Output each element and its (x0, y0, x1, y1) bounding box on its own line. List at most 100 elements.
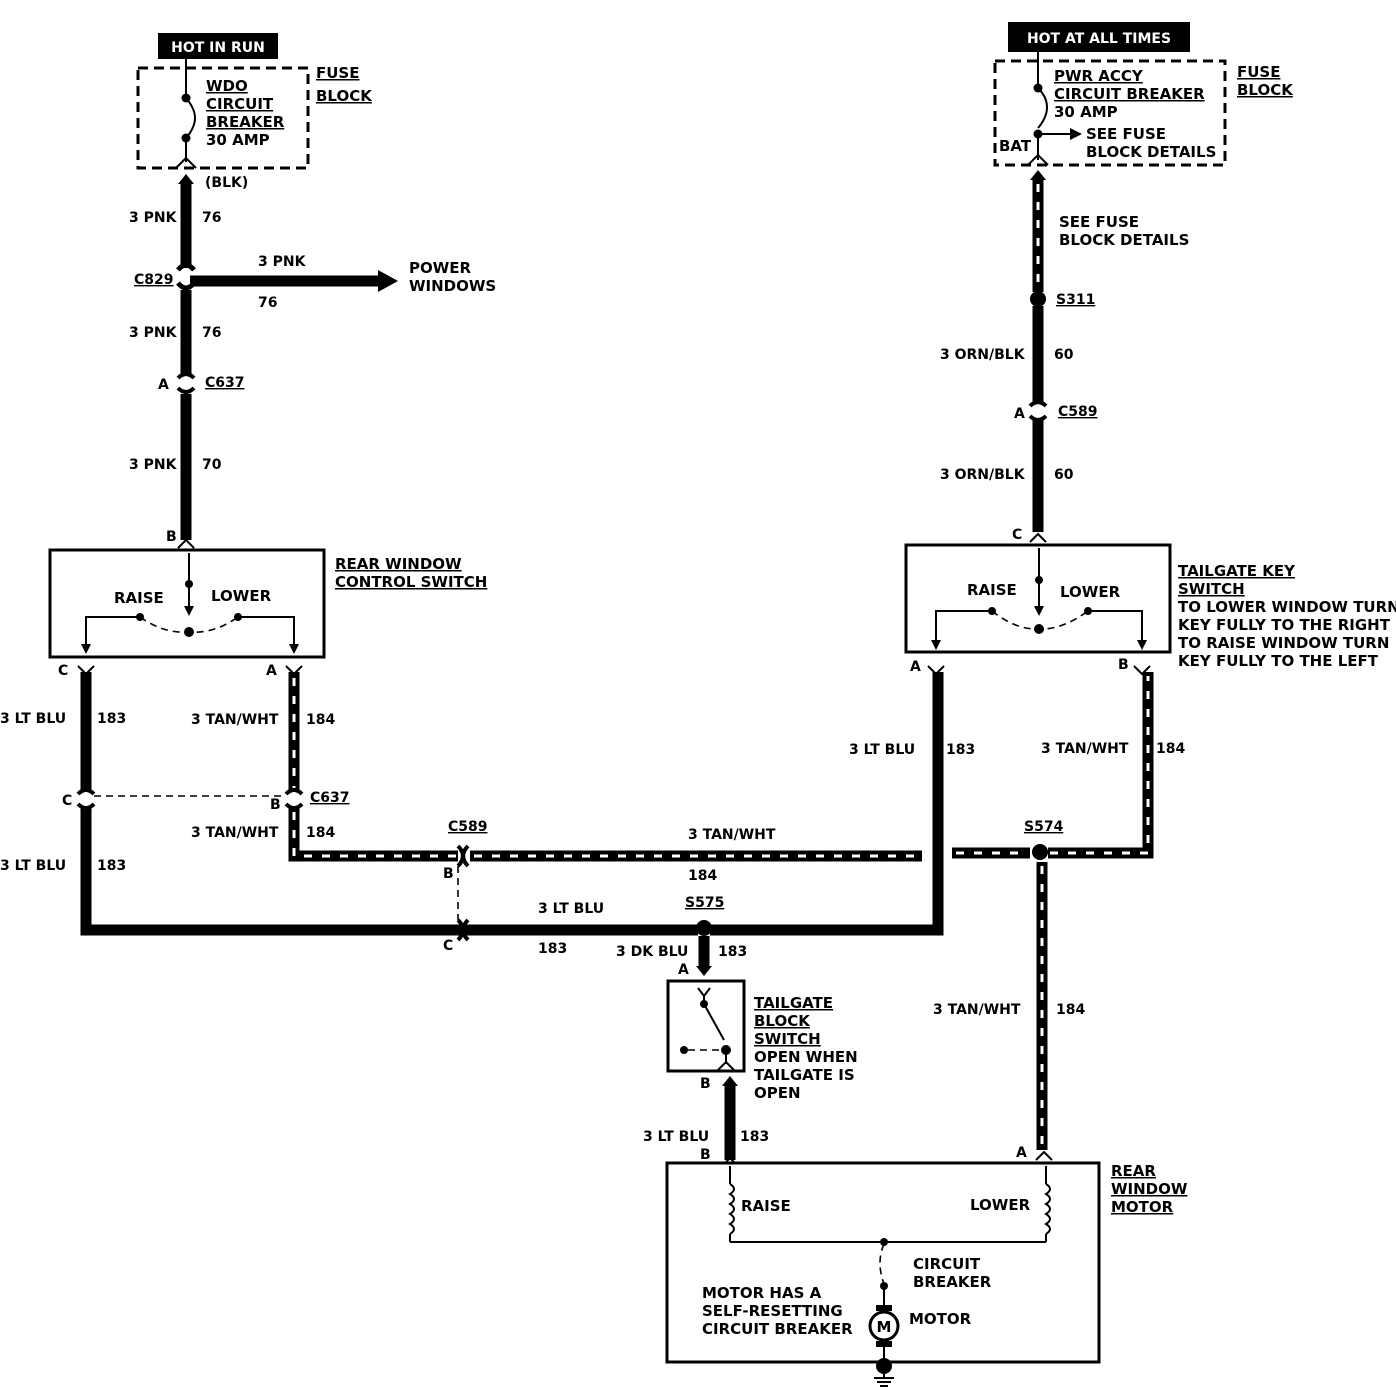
tks-note2: KEY FULLY TO THE RIGHT (1178, 616, 1391, 634)
right-w2-num: 60 (1054, 467, 1074, 483)
tks-pin-a: A (910, 659, 921, 675)
motor-m-symbol: M (877, 1318, 892, 1336)
tbs-wire-gauge: 3 LT BLU (643, 1129, 709, 1145)
wdo-breaker-line1: WDO (206, 77, 248, 95)
see-fuse-block-line2: BLOCK DETAILS (1086, 143, 1216, 161)
left-w2-gauge: 3 PNK (129, 325, 178, 341)
rl-tan-gauge: 3 TAN/WHT (1041, 741, 1129, 757)
power-windows-line1: POWER (409, 259, 472, 277)
rwm-pin-a: A (1016, 1145, 1027, 1161)
ll-blu2-num: 183 (97, 858, 126, 874)
pwr-accy-rating: 30 AMP (1054, 103, 1118, 121)
rl-blu-gauge: 3 LT BLU (849, 742, 915, 758)
rwcs-pin-a: A (266, 663, 277, 679)
see-fuse-block-line1: SEE FUSE (1086, 125, 1166, 143)
rwm-note3: CIRCUIT BREAKER (702, 1320, 853, 1338)
right-c589-label: C589 (1058, 404, 1098, 420)
left-c637-pin: A (158, 377, 169, 393)
tks-pin-b: B (1118, 657, 1129, 673)
pwr-accy-line1: PWR ACCY (1054, 67, 1144, 85)
tailgate-key-switch: RAISE LOWER (904, 543, 1172, 654)
left-w1-num: 76 (202, 210, 221, 226)
wdo-breaker-line3: BREAKER (206, 113, 285, 131)
tks-lower: LOWER (1060, 583, 1121, 601)
tbs-wire-num: 183 (740, 1129, 769, 1145)
tbs-title3: SWITCH (754, 1030, 821, 1048)
c829-label: C829 (134, 272, 174, 288)
motor-tan-gauge: 3 TAN/WHT (933, 1002, 1021, 1018)
ll-tan2-gauge: 3 TAN/WHT (191, 825, 279, 841)
tbs-note2: TAILGATE IS (754, 1066, 855, 1084)
fuse-block-right: PWR ACCY CIRCUIT BREAKER 30 AMP SEE FUSE… (993, 52, 1294, 167)
tks-note4: KEY FULLY TO THE LEFT (1178, 652, 1379, 670)
ll-blu2-gauge: 3 LT BLU (0, 858, 66, 874)
dk-blu-gauge: 3 DK BLU (616, 944, 688, 960)
right-see-fuse-line1: SEE FUSE (1059, 213, 1139, 231)
rwm-note1: MOTOR HAS A (702, 1284, 822, 1302)
svg-text:HOT IN RUN: HOT IN RUN (171, 40, 265, 56)
fuse-block-left-title2: BLOCK (316, 87, 373, 105)
rl-blu-num: 183 (946, 742, 975, 758)
left-lower-wires (76, 665, 470, 936)
rwm-lower: LOWER (970, 1196, 1031, 1214)
left-w3-gauge: 3 PNK (129, 457, 178, 473)
left-switch-pin-b: B (166, 529, 177, 545)
rwm-cb-line2: BREAKER (913, 1273, 992, 1291)
rwm-title1: REAR (1111, 1162, 1156, 1180)
mid-blu-gauge: 3 LT BLU (538, 901, 604, 917)
pwr-accy-line2: CIRCUIT BREAKER (1054, 85, 1205, 103)
fuse-block-left: WDO CIRCUIT BREAKER 30 AMP FUSE BLOCK (B… (136, 59, 373, 191)
rwm-title3: MOTOR (1111, 1198, 1174, 1216)
rwm-cb-line1: CIRCUIT (913, 1255, 981, 1273)
wdo-breaker-line2: CIRCUIT (206, 95, 274, 113)
middle-wires (456, 665, 1154, 1161)
svg-text:HOT AT ALL TIMES: HOT AT ALL TIMES (1027, 31, 1171, 47)
left-feed-wires (176, 174, 398, 549)
rl-tan-num: 184 (1156, 741, 1185, 757)
tailgate-block-switch (666, 979, 746, 1167)
right-see-fuse-line2: BLOCK DETAILS (1059, 231, 1189, 249)
rwcs-raise: RAISE (114, 589, 164, 607)
rwm-motor-label: MOTOR (909, 1310, 972, 1328)
right-w1-num: 60 (1054, 347, 1074, 363)
rwcs-title2: CONTROL SWITCH (335, 573, 487, 591)
right-feed-wires (1028, 170, 1048, 543)
c589-mid-label: C589 (448, 819, 488, 835)
left-w1-gauge: 3 PNK (129, 210, 178, 226)
tbs-note3: OPEN (754, 1084, 801, 1102)
right-c589-pin: A (1014, 406, 1025, 422)
rwcs-pin-c: C (58, 663, 68, 679)
rear-window-control-switch: RAISE LOWER (48, 548, 326, 659)
tbs-pin-b: B (700, 1076, 711, 1092)
mid-tan-gauge: 3 TAN/WHT (688, 827, 776, 843)
tks-title2: SWITCH (1178, 580, 1245, 598)
ll-c637-pin-c: C (62, 793, 72, 809)
branch-gauge: 3 PNK (258, 254, 307, 270)
rwm-note2: SELF-RESETTING (702, 1302, 843, 1320)
ll-tan-num: 184 (306, 712, 335, 728)
ll-blu-gauge: 3 LT BLU (0, 711, 66, 727)
right-switch-pin-c: C (1012, 527, 1022, 543)
tbs-pin-a: A (678, 962, 689, 978)
left-w3-num: 70 (202, 457, 222, 473)
rwm-pin-b: B (700, 1147, 711, 1163)
tbs-title2: BLOCK (754, 1012, 811, 1030)
ll-tan-gauge: 3 TAN/WHT (191, 712, 279, 728)
right-w1-gauge: 3 ORN/BLK (940, 347, 1026, 363)
dk-blu-num: 183 (718, 944, 747, 960)
ll-tan2-num: 184 (306, 825, 335, 841)
mid-tan-num: 184 (688, 868, 717, 884)
fuse-block-right-title2: BLOCK (1237, 81, 1294, 99)
bat-label: BAT (999, 137, 1032, 155)
c589-pin-c: C (443, 938, 453, 954)
tks-note1: TO LOWER WINDOW TURN (1178, 598, 1396, 616)
ll-c637-pin-b: B (270, 797, 281, 813)
hot-in-run-tag: HOT IN RUN (158, 33, 278, 59)
tks-raise: RAISE (967, 581, 1017, 599)
rwcs-lower: LOWER (211, 587, 272, 605)
rear-window-motor: M RAISE LOWER CIRCUIT BREAKER MOTOR HAS … (665, 1161, 1101, 1387)
left-c637-label: C637 (205, 375, 245, 391)
s574-label: S574 (1024, 819, 1064, 835)
rwcs-title1: REAR WINDOW (335, 555, 462, 573)
tbs-title1: TAILGATE (754, 994, 833, 1012)
